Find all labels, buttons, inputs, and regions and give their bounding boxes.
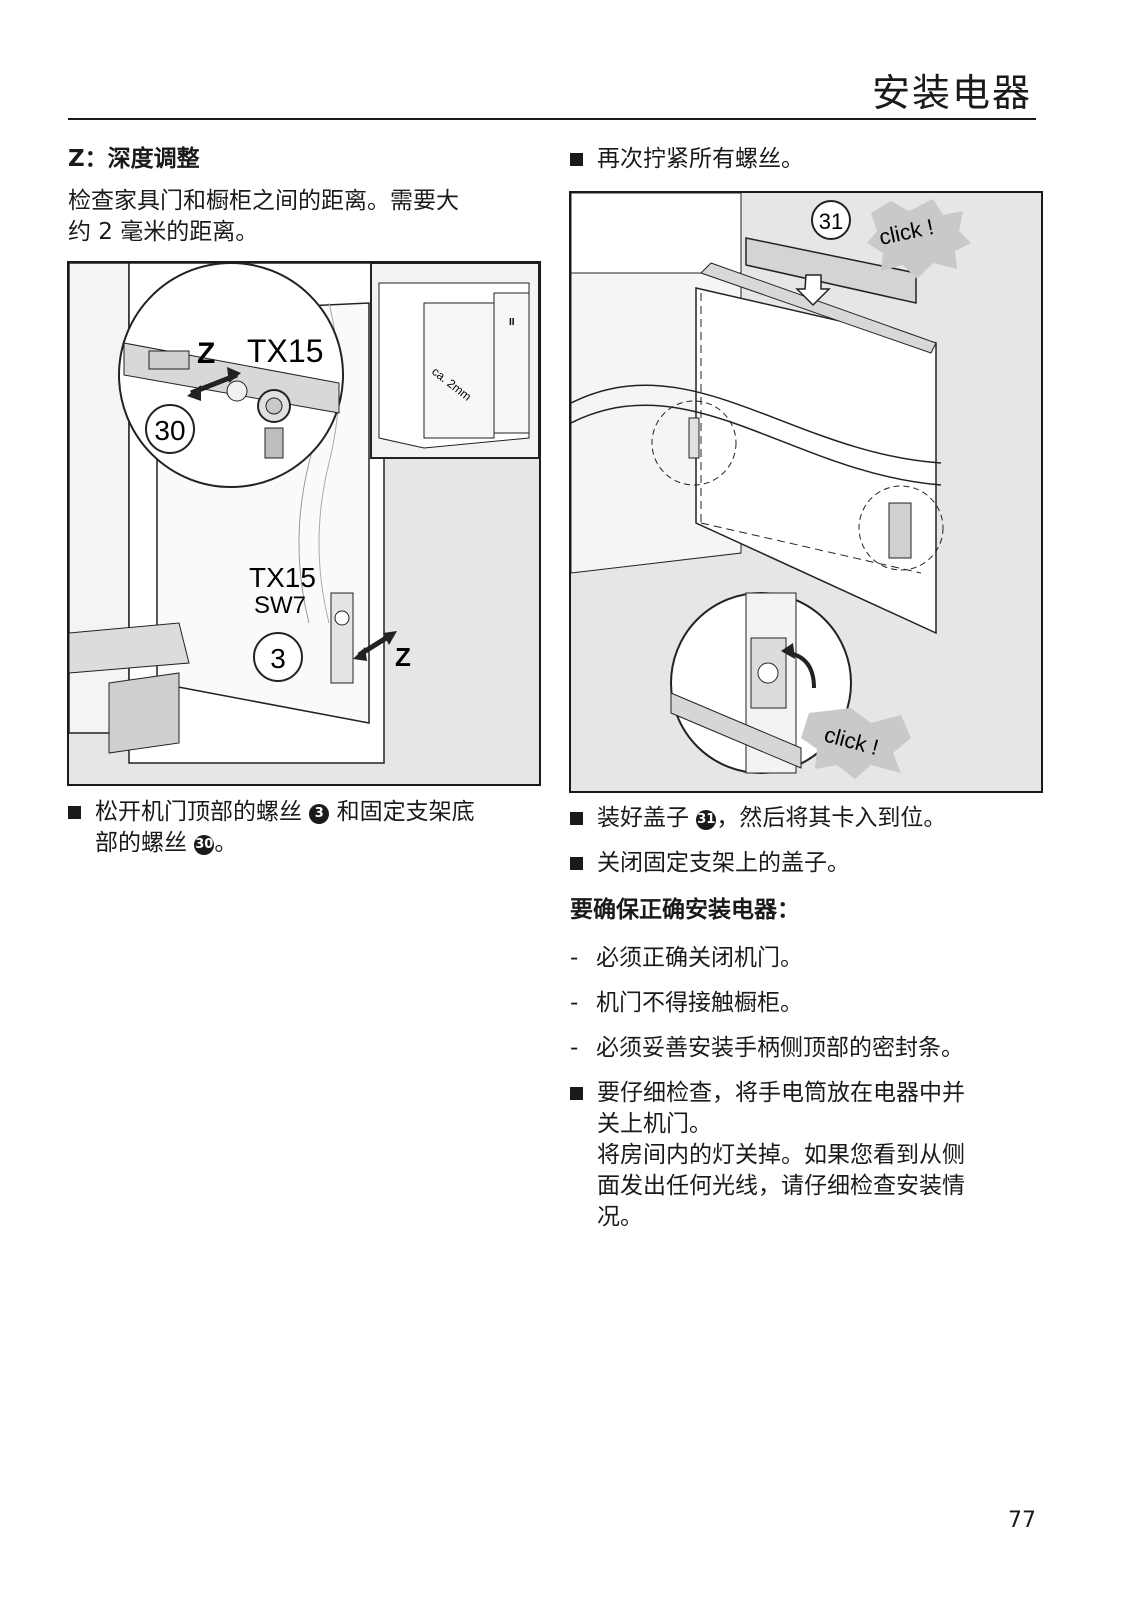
bullet-close-bracket-cover: 关闭固定支架上的盖子。: [570, 848, 850, 879]
label-tx15-top: TX15: [247, 333, 323, 369]
depth-adjustment-illustration: ca. 2mm II Z TX15 30 TX15 SW7 3 Z: [69, 263, 539, 784]
figure-cover-install: 31 click ! click !: [569, 191, 1043, 793]
dash-item: -必须妥善安装手柄侧顶部的密封条。: [570, 1033, 964, 1064]
bullet1-text-d: 。: [214, 830, 238, 856]
intro-line-2: 约 2 毫米的距离。: [68, 219, 259, 245]
bullet4-line-5: 况。: [597, 1204, 643, 1230]
intro-line-1: 检查家具门和橱柜之间的距离。需要大: [68, 188, 459, 214]
cover-install-illustration: 31 click ! click !: [571, 193, 1041, 791]
section-heading-depth: Z：深度调整: [68, 146, 200, 172]
page-title: 安装电器: [871, 71, 1032, 115]
bullet4-line-3: 将房间内的灯关掉。如果您看到从侧: [597, 1142, 965, 1168]
page-number: 77: [1008, 1508, 1036, 1533]
gap-marker: II: [509, 317, 515, 328]
label-z-top: Z: [197, 337, 215, 370]
bullet-loosen-screws: 松开机门顶部的螺丝 3 和固定支架底 部的螺丝 30。: [68, 797, 475, 859]
ref-callout-30: 30: [194, 835, 215, 855]
subheading-ensure: 要确保正确安装电器：: [570, 897, 800, 923]
dash-item-text: 机门不得接触橱柜。: [596, 990, 803, 1016]
bullet-square-icon: [570, 812, 583, 825]
bullet4-line-1: 要仔细检查，将手电筒放在电器中并: [597, 1080, 965, 1106]
bullet2-text-b: ，然后将其卡入到位。: [716, 805, 947, 831]
bullet-square-icon: [570, 153, 583, 166]
callout-3: 3: [270, 643, 286, 674]
dash-item-text: 必须正确关闭机门。: [596, 945, 803, 971]
label-z: Z: [395, 642, 411, 672]
header-rule: [68, 118, 1036, 120]
bullet-light-check: 要仔细检查，将手电筒放在电器中并 关上机门。 将房间内的灯关掉。如果您看到从侧 …: [570, 1078, 965, 1233]
bullet-retighten: 再次拧紧所有螺丝。: [570, 144, 804, 175]
callout-31: 31: [819, 209, 843, 234]
dash-item-text: 必须妥善安装手柄侧顶部的密封条。: [596, 1035, 964, 1061]
callout-30: 30: [154, 415, 185, 446]
bullet4-line-2: 关上机门。: [597, 1111, 712, 1137]
ref-callout-3: 3: [309, 804, 330, 824]
bullet1-text-b: 和固定支架底: [336, 799, 475, 825]
bullet-square-icon: [570, 1087, 583, 1100]
bullet-retighten-text: 再次拧紧所有螺丝。: [597, 146, 804, 172]
ref-callout-31: 31: [696, 810, 717, 830]
bullet-square-icon: [570, 857, 583, 870]
bullet2-text-a: 装好盖子: [597, 805, 689, 831]
bullet-square-icon: [68, 806, 81, 819]
figure-depth-adjustment: ca. 2mm II Z TX15 30 TX15 SW7 3 Z: [67, 261, 541, 786]
bullet4-line-4: 面发出任何光线，请仔细检查安装情: [597, 1173, 965, 1199]
label-sw7: SW7: [254, 592, 306, 619]
bullet-fit-cover: 装好盖子 31，然后将其卡入到位。: [570, 803, 946, 834]
bullet1-text-c: 部的螺丝: [95, 830, 187, 856]
label-tx15: TX15: [249, 562, 316, 593]
dash-item: -机门不得接触橱柜。: [570, 988, 803, 1019]
bullet1-text-a: 松开机门顶部的螺丝: [95, 799, 302, 825]
dash-item: -必须正确关闭机门。: [570, 943, 803, 974]
bullet3-text: 关闭固定支架上的盖子。: [597, 850, 850, 876]
